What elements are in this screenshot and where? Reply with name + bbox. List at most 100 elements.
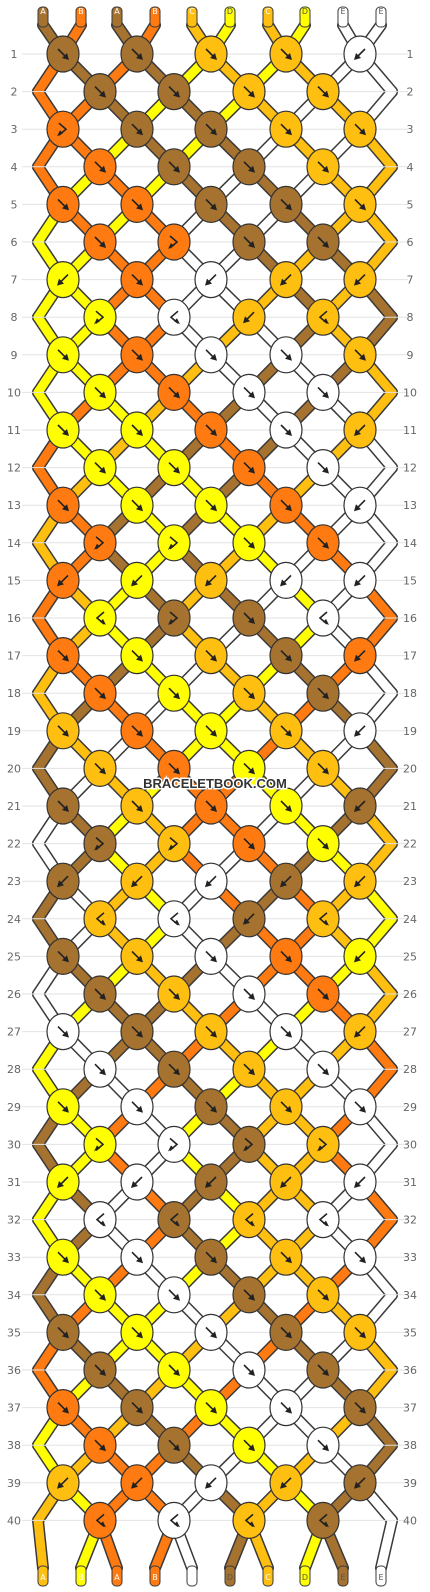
row-number-right: 7 xyxy=(407,274,414,287)
knot-forward-backward xyxy=(46,110,80,148)
string-label-top: E xyxy=(378,7,383,16)
string-label-bottom: B xyxy=(152,1573,158,1582)
knot-forward xyxy=(83,1351,117,1389)
row-number-right: 14 xyxy=(403,537,417,550)
knot-forward xyxy=(157,148,191,186)
knot-backward xyxy=(46,1163,80,1201)
knot-forward xyxy=(157,72,191,111)
knot-backward xyxy=(269,561,303,600)
string-label-top: A xyxy=(114,7,120,16)
row-number-left: 17 xyxy=(7,650,21,663)
knot-backward-forward xyxy=(157,298,191,336)
knot-forward xyxy=(232,148,266,186)
knot-forward xyxy=(232,373,266,411)
row-number-right: 33 xyxy=(403,1251,417,1264)
knot-backward xyxy=(343,486,377,524)
row-number-left: 14 xyxy=(7,537,21,550)
knot-forward xyxy=(306,449,340,487)
knot-layer xyxy=(46,35,377,1540)
knot-backward xyxy=(46,1464,80,1502)
row-number-left: 12 xyxy=(7,462,21,475)
knot-forward xyxy=(120,1012,154,1051)
knot-forward-backward xyxy=(157,223,191,261)
string-end-E xyxy=(375,1565,387,1587)
knot-forward xyxy=(157,1050,191,1088)
knot-forward xyxy=(157,1351,191,1389)
knot-forward xyxy=(306,524,340,562)
row-number-right: 4 xyxy=(407,161,414,174)
knot-forward xyxy=(194,787,228,825)
row-number-left: 29 xyxy=(7,1101,21,1114)
knot-forward xyxy=(46,185,80,223)
knot-forward xyxy=(232,1276,266,1314)
row-number-right: 23 xyxy=(403,875,417,888)
row-number-left: 11 xyxy=(7,424,21,437)
knot-backward-forward xyxy=(157,900,191,938)
knot-forward xyxy=(269,486,303,524)
knot-backward xyxy=(46,261,80,299)
knot-backward xyxy=(269,261,303,299)
knot-forward xyxy=(306,148,340,186)
row-number-right: 34 xyxy=(403,1289,417,1302)
string-end-C xyxy=(37,1565,49,1587)
knot-forward-backward xyxy=(83,298,117,336)
knot-forward-backward xyxy=(306,1125,340,1164)
string-start-A xyxy=(37,6,49,28)
knot-forward xyxy=(343,1088,377,1126)
row-number-right: 37 xyxy=(403,1402,417,1415)
knot-forward xyxy=(269,1088,303,1126)
row-number-right: 38 xyxy=(403,1439,417,1452)
knot-forward xyxy=(46,1313,80,1352)
knot-forward xyxy=(343,185,377,223)
row-number-left: 21 xyxy=(7,800,21,813)
knot-forward xyxy=(120,336,154,374)
row-number-right: 39 xyxy=(403,1477,417,1490)
knot-forward xyxy=(120,185,154,223)
string-end-D xyxy=(299,1565,311,1587)
row-number-right: 26 xyxy=(403,988,417,1001)
string-label-bottom: B xyxy=(78,1573,84,1582)
row-number-right: 25 xyxy=(403,950,417,963)
string-label-top: D xyxy=(302,7,308,16)
knot-forward xyxy=(232,674,266,712)
knot-forward xyxy=(269,1012,303,1051)
knot-backward-forward xyxy=(83,599,117,637)
row-number-right: 12 xyxy=(403,462,417,475)
string-start-D xyxy=(299,6,311,28)
knot-forward xyxy=(46,35,80,73)
knot-forward-backward xyxy=(157,599,191,637)
knot-forward xyxy=(194,937,228,976)
knot-forward xyxy=(306,1426,340,1464)
thread-segment xyxy=(33,1515,48,1573)
knot-backward-forward xyxy=(306,1501,340,1540)
knot-backward-forward xyxy=(83,1200,117,1239)
row-number-left: 23 xyxy=(7,875,21,888)
knot-forward xyxy=(269,411,303,449)
knot-forward xyxy=(232,749,266,788)
knot-forward xyxy=(306,223,340,261)
row-number-right: 19 xyxy=(403,725,417,738)
string-start-D xyxy=(224,6,236,28)
watermark-text: BRACELETBOOK.COM xyxy=(143,776,287,791)
row-number-left: 3 xyxy=(11,123,18,136)
knot-backward-forward xyxy=(306,599,340,637)
knot-forward xyxy=(343,1238,377,1276)
row-number-left: 9 xyxy=(11,349,18,362)
knot-forward xyxy=(269,185,303,223)
knot-forward xyxy=(306,975,340,1013)
row-number-right: 36 xyxy=(403,1364,417,1377)
knot-forward xyxy=(194,1088,228,1126)
knot-forward xyxy=(194,185,228,223)
string-label-top: D xyxy=(227,7,233,16)
knot-forward xyxy=(232,1426,266,1464)
row-number-right: 2 xyxy=(407,86,414,99)
row-number-left: 10 xyxy=(7,386,21,399)
knot-forward xyxy=(306,674,340,712)
row-number-left: 35 xyxy=(7,1326,21,1339)
knot-forward xyxy=(194,712,228,750)
knot-forward xyxy=(120,411,154,449)
row-number-right: 40 xyxy=(403,1514,417,1527)
knot-forward xyxy=(46,336,80,374)
row-number-left: 37 xyxy=(7,1402,21,1415)
string-start-C xyxy=(186,6,198,28)
